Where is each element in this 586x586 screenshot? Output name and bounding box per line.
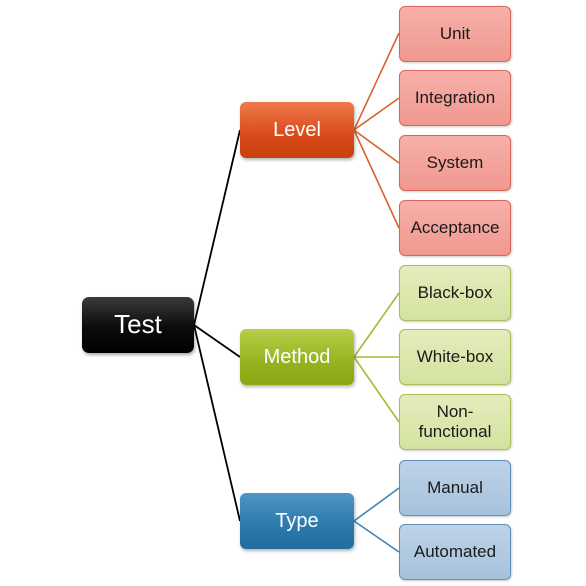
root-node-test: Test xyxy=(82,297,194,353)
leaf-node-white-box: White-box xyxy=(399,329,511,385)
leaf-node-system: System xyxy=(399,135,511,191)
leaf-node-manual: Manual xyxy=(399,460,511,516)
connector-test-level xyxy=(193,129,241,326)
connector-method-blackbox xyxy=(353,292,400,358)
connector-level-system xyxy=(353,129,400,164)
leaf-node-acceptance: Acceptance xyxy=(399,200,511,256)
connector-level-acceptance xyxy=(353,129,400,229)
leaf-node-automated: Automated xyxy=(399,524,511,580)
leaf-node-integration: Integration xyxy=(399,70,511,126)
branch-node-level: Level xyxy=(240,102,354,158)
connector-test-type xyxy=(193,324,241,522)
connector-method-nonfunctional xyxy=(353,356,400,423)
leaf-node-non-functional: Non-functional xyxy=(399,394,511,450)
branch-node-method: Method xyxy=(240,329,354,385)
connector-type-manual xyxy=(353,487,400,522)
connector-level-unit xyxy=(353,32,400,131)
connector-test-method xyxy=(193,324,241,358)
branch-node-type: Type xyxy=(240,493,354,549)
leaf-node-black-box: Black-box xyxy=(399,265,511,321)
connector-level-integration xyxy=(353,97,400,131)
leaf-node-unit: Unit xyxy=(399,6,511,62)
connector-type-automated xyxy=(353,520,400,553)
